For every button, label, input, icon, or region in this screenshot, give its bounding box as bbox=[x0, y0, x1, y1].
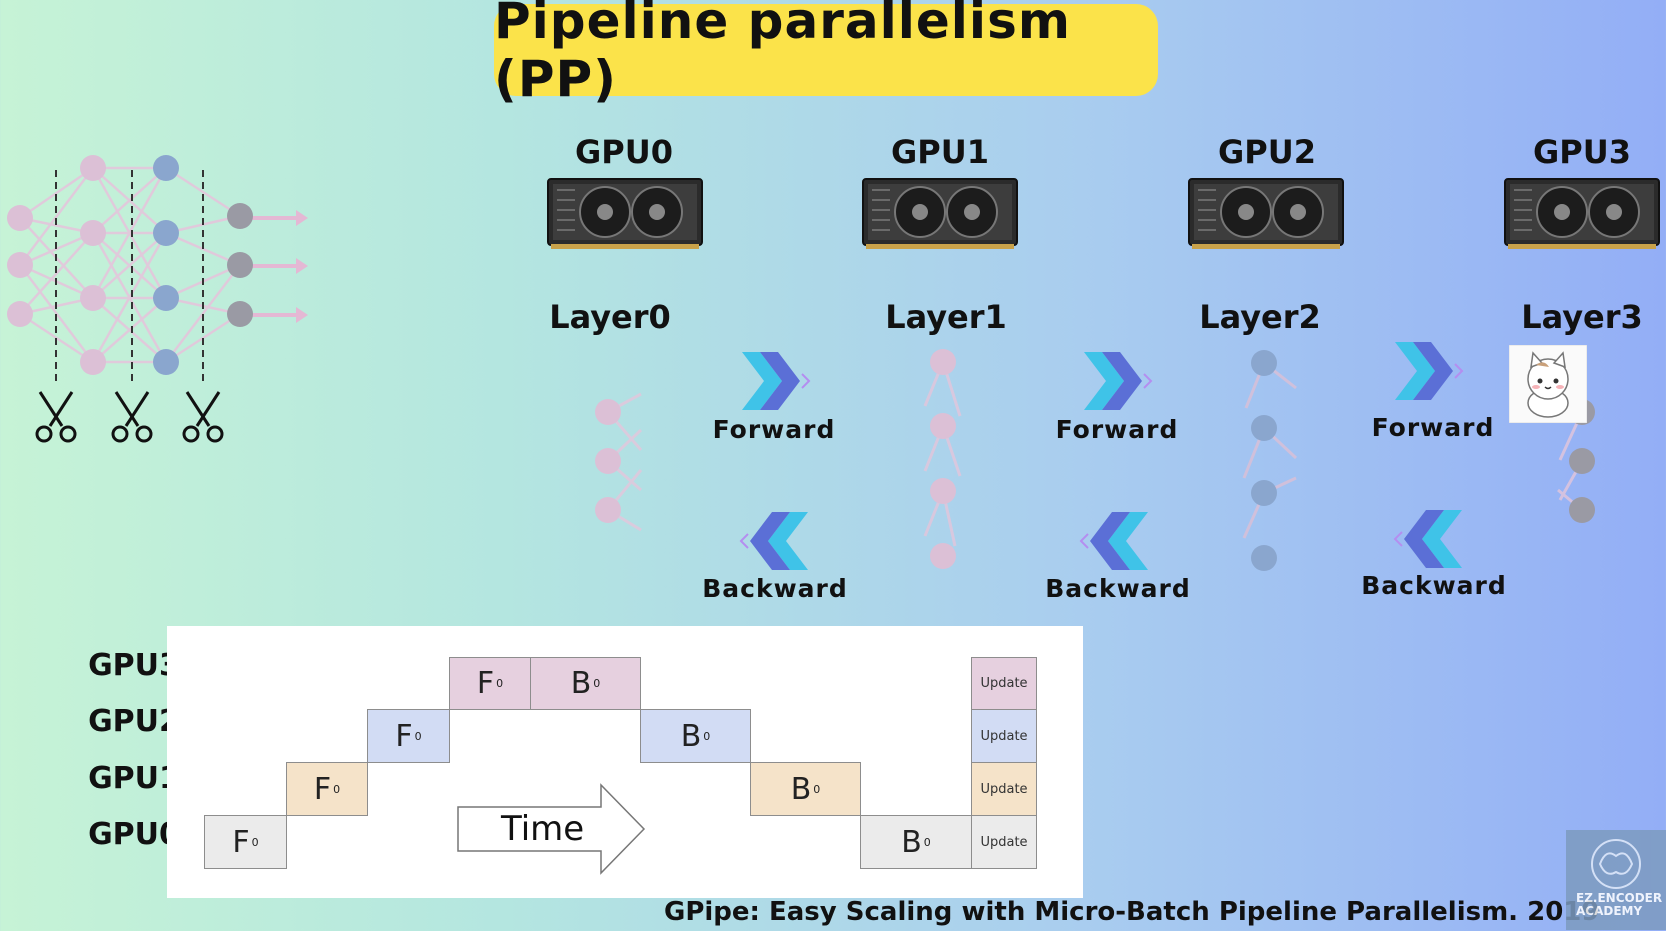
logo-text: EZ.ENCODER ACADEMY bbox=[1576, 891, 1663, 918]
backward-label: Backward bbox=[1361, 571, 1507, 600]
layer0-nodes bbox=[595, 392, 643, 532]
layer1-label: Layer1 bbox=[885, 298, 1007, 336]
scissors-icon bbox=[182, 391, 224, 443]
schedule-cell-update: Update bbox=[971, 709, 1037, 763]
gpu-card-icon bbox=[547, 178, 703, 249]
forward-label: Forward bbox=[1371, 413, 1495, 442]
forward-chevron-icon bbox=[1084, 352, 1153, 410]
schedule-cell-update: Update bbox=[971, 762, 1037, 816]
neural-network-diagram bbox=[7, 155, 308, 382]
layer3-label: Layer3 bbox=[1521, 298, 1643, 336]
scissors-icon bbox=[35, 391, 77, 443]
schedule-cell-update: Update bbox=[971, 815, 1037, 869]
backward-chevron-icon bbox=[739, 512, 808, 570]
backward-chevron-icon bbox=[1393, 510, 1462, 568]
forward-label: Forward bbox=[712, 415, 836, 444]
gpu-card-icon bbox=[862, 178, 1018, 249]
layer2-nodes bbox=[1242, 350, 1298, 571]
schedule-row-label-gpu3: GPU3 bbox=[88, 648, 180, 683]
cat-sticker-icon bbox=[1509, 345, 1587, 423]
forward-label: Forward bbox=[1055, 415, 1179, 444]
schedule-row-label-gpu2: GPU2 bbox=[88, 704, 180, 739]
gpu-card-icon bbox=[1188, 178, 1344, 249]
layer2-label: Layer2 bbox=[1199, 298, 1321, 336]
layer1-nodes bbox=[923, 349, 962, 569]
citation: GPipe: Easy Scaling with Micro-Batch Pip… bbox=[664, 897, 1600, 927]
backward-label: Backward bbox=[1045, 574, 1191, 603]
gpu3-label: GPU3 bbox=[1533, 133, 1631, 171]
forward-chevron-icon bbox=[1395, 342, 1464, 400]
scissors-icon bbox=[111, 391, 153, 443]
page-title: Pipeline parallelism (PP) bbox=[494, 0, 1158, 108]
gpu-card-icon bbox=[1504, 178, 1660, 249]
forward-chevron-icon bbox=[742, 352, 811, 410]
layer0-label: Layer0 bbox=[549, 298, 671, 336]
gpu2-label: GPU2 bbox=[1218, 133, 1316, 171]
schedule-row-label-gpu0: GPU0 bbox=[88, 817, 180, 852]
gpu1-label: GPU1 bbox=[891, 133, 989, 171]
backward-chevron-icon bbox=[1079, 512, 1148, 570]
time-arrow-icon bbox=[457, 783, 646, 875]
backward-label: Backward bbox=[702, 574, 848, 603]
time-label: Time bbox=[501, 809, 585, 849]
gpu0-label: GPU0 bbox=[575, 133, 673, 171]
schedule-cell-update: Update bbox=[971, 657, 1037, 710]
brain-logo-icon: EZ.ENCODER ACADEMY bbox=[1566, 830, 1666, 930]
schedule-row-label-gpu1: GPU1 bbox=[88, 761, 180, 796]
